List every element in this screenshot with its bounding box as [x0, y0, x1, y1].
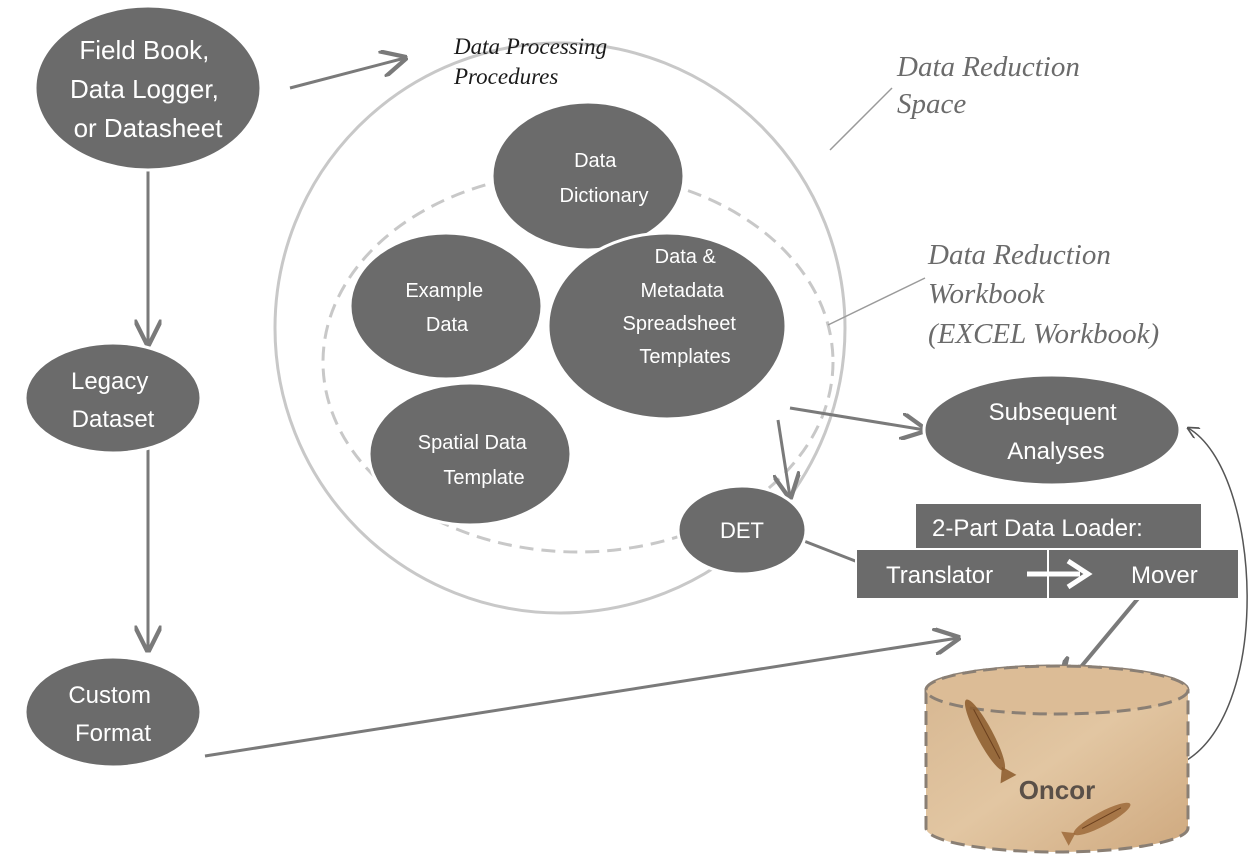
- example-data-line-2: Data: [426, 314, 469, 336]
- loader-title-box: [914, 502, 1203, 552]
- arrow-right-icon: [1027, 558, 1093, 590]
- subsequent-analyses-node: Subsequent Analyses: [922, 373, 1182, 487]
- reduction-space-label: Data Reduction Space: [896, 51, 1087, 120]
- custom-format-line-1: Custom: [68, 682, 151, 709]
- reduction-space-line-1: Data Reduction: [896, 51, 1080, 83]
- edge-fieldbook-to-procedures: [289, 58, 405, 90]
- field-book-line-1: Field Book,: [79, 35, 209, 65]
- svg-text:Custom Format: Custom Format: [68, 682, 157, 747]
- svg-text:Legacy Dataset: Legacy Dataset: [71, 368, 155, 433]
- oncor-cylinder-top: [924, 664, 1190, 716]
- data-reduction-space-circle: [273, 41, 847, 615]
- svg-text:Subsequent Analyses: Subsequent Analyses: [989, 399, 1124, 465]
- reduction-workbook-line-1: Data Reduction: [927, 239, 1111, 271]
- det-node: DET: [676, 484, 808, 576]
- legacy-dataset-node: Legacy Dataset: [23, 341, 203, 455]
- edge-oncor-to-analyses: [1177, 428, 1248, 766]
- reduction-workbook-line-3: (EXCEL Workbook): [928, 318, 1159, 350]
- field-book-line-3: or Datasheet: [74, 113, 224, 143]
- loader-title: 2-Part Data Loader:: [932, 515, 1143, 542]
- reduction-workbook-line-2: Workbook: [928, 278, 1046, 310]
- field-book-line-2: Data Logger,: [70, 74, 219, 104]
- processing-procedures-label: Data Processing Procedures: [453, 34, 613, 89]
- svg-text:Spatial Data Template: Spatial Data Template: [418, 432, 533, 489]
- svg-text:Field Book, Data Logger,: Field Book, Data Logger, or Datasheet: [70, 35, 226, 143]
- data-dictionary-node: Data Dictionary: [490, 100, 686, 252]
- data-loader: 2-Part Data Loader: Translator Mover: [855, 502, 1240, 600]
- reduction-workbook-label: Data Reduction Workbook (EXCEL Workbook): [927, 239, 1159, 350]
- field-book-node: Field Book, Data Logger, or Datasheet: [33, 4, 263, 172]
- spatial-template-node: Spatial Data Template: [367, 381, 573, 527]
- spatial-template-line-2: Template: [443, 467, 524, 489]
- metadata-templates-line-3: Spreadsheet: [623, 313, 737, 335]
- data-dictionary-line-2: Dictionary: [560, 185, 649, 207]
- processing-label-line-1: Data Processing: [453, 34, 607, 59]
- legacy-dataset-line-2: Dataset: [72, 406, 155, 433]
- translator-label: Translator: [886, 562, 993, 589]
- subsequent-analyses-line-2: Analyses: [1007, 438, 1104, 465]
- subsequent-analyses-line-1: Subsequent: [989, 399, 1117, 426]
- metadata-templates-node: Data & Metadata Spreadsheet Templates: [546, 231, 788, 421]
- example-data-line-1: Example: [405, 280, 483, 302]
- oncor-label: Oncor: [1019, 775, 1096, 805]
- svg-text:Data & Metadata Sp: Data & Metadata Spreadsheet Templates: [623, 246, 742, 368]
- mover-label: Mover: [1131, 562, 1198, 589]
- legacy-dataset-line-1: Legacy: [71, 368, 148, 395]
- edge-templates-to-det: [778, 419, 790, 497]
- data-dictionary-line-1: Data: [574, 150, 617, 172]
- reduction-space-line-2: Space: [897, 88, 966, 120]
- oncor-database: Oncor: [924, 664, 1190, 854]
- spatial-template-line-1: Spatial Data: [418, 432, 528, 454]
- det-label: DET: [720, 518, 764, 543]
- reduction-space-leader: [829, 87, 893, 151]
- edge-templates-to-analyses: [789, 406, 925, 430]
- example-data-node: Example Data: [348, 231, 544, 381]
- data-reduction-workbook-circle: [321, 170, 835, 554]
- fossil-fish-icon-2: [1061, 802, 1131, 846]
- metadata-templates-line-4: Templates: [639, 346, 730, 368]
- custom-format-line-2: Format: [75, 720, 151, 747]
- svg-text:Data Dictionary: Data Dictionary: [560, 150, 649, 207]
- reduction-workbook-leader: [827, 277, 926, 326]
- custom-format-node: Custom Format: [23, 655, 203, 769]
- processing-label-line-2: Procedures: [453, 64, 558, 89]
- translator-box: [855, 548, 1049, 600]
- metadata-templates-line-1: Data &: [655, 246, 717, 268]
- fossil-fish-icon: [964, 699, 1017, 784]
- edge-custom-to-translator: [204, 638, 958, 758]
- metadata-templates-line-2: Metadata: [641, 280, 725, 302]
- svg-text:Example Data: Example Data: [405, 280, 488, 336]
